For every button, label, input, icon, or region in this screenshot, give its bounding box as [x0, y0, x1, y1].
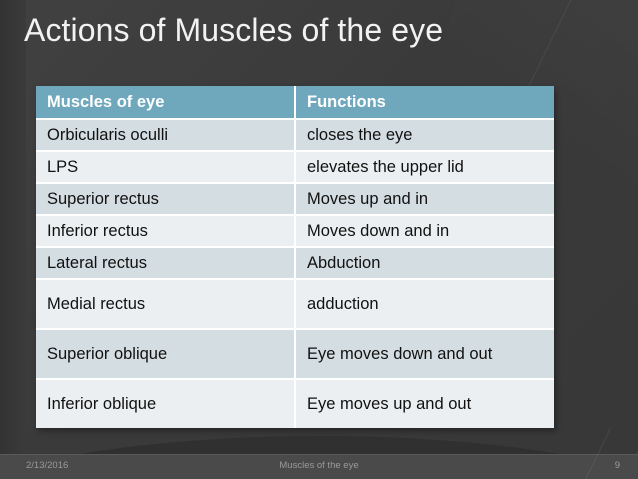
footer-date: 2/13/2016 — [26, 460, 69, 471]
table-body: Orbicularis oculli closes the eye LPS el… — [36, 119, 554, 428]
cell-muscle: Superior rectus — [36, 183, 296, 216]
cell-muscle: Orbicularis oculli — [36, 119, 296, 152]
cell-muscle: Superior oblique — [36, 329, 296, 380]
column-header-muscles: Muscles of eye — [36, 86, 296, 120]
cell-function: adduction — [295, 279, 554, 330]
cell-function: closes the eye — [295, 119, 554, 152]
table-row: Superior oblique Eye moves down and out — [36, 329, 554, 380]
cell-function: Eye moves up and out — [295, 379, 554, 428]
cell-function: Eye moves down and out — [295, 329, 554, 380]
footer-page-number: 9 — [614, 460, 620, 471]
cell-muscle: Inferior rectus — [36, 215, 296, 248]
table-row: Inferior oblique Eye moves up and out — [36, 379, 554, 428]
table-row: LPS elevates the upper lid — [36, 151, 554, 184]
table-row: Superior rectus Moves up and in — [36, 183, 554, 216]
table-row: Orbicularis oculli closes the eye — [36, 119, 554, 152]
table-row: Inferior rectus Moves down and in — [36, 215, 554, 248]
cell-function: Moves up and in — [295, 183, 554, 216]
muscles-table-container: Muscles of eye Functions Orbicularis ocu… — [36, 86, 554, 428]
cell-muscle: LPS — [36, 151, 296, 184]
cell-muscle: Lateral rectus — [36, 247, 296, 280]
slide-footer-bar: 2/13/2016 Muscles of the eye 9 — [0, 427, 638, 479]
table-header-row: Muscles of eye Functions — [36, 86, 554, 120]
footer-subject: Muscles of the eye — [279, 460, 359, 471]
cell-muscle: Inferior oblique — [36, 379, 296, 428]
table-header: Muscles of eye Functions — [36, 86, 554, 120]
column-header-functions: Functions — [295, 86, 554, 120]
cell-muscle: Medial rectus — [36, 279, 296, 330]
cell-function: Moves down and in — [295, 215, 554, 248]
slide-title: Actions of Muscles of the eye — [24, 12, 444, 48]
table-row: Lateral rectus Abduction — [36, 247, 554, 280]
table-row: Medial rectus adduction — [36, 279, 554, 330]
cell-function: Abduction — [295, 247, 554, 280]
cell-function: elevates the upper lid — [295, 151, 554, 184]
muscles-functions-table: Muscles of eye Functions Orbicularis ocu… — [36, 86, 554, 428]
